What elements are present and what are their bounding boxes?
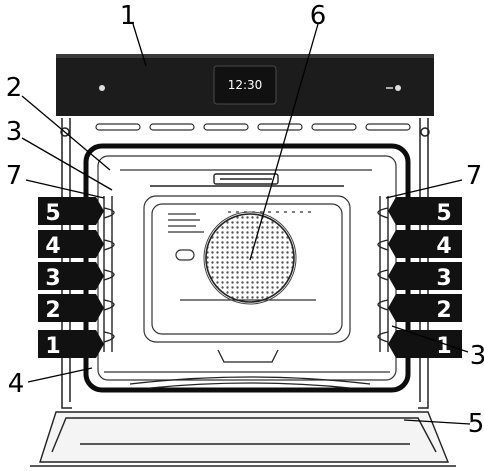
level-badge-5-right: 5 (388, 197, 462, 226)
callout-fan-cover: 6 (310, 1, 327, 31)
level-badge-4-left: 4 (38, 230, 104, 259)
callouts: 1 6 2 3 7 7 4 3 5 (6, 1, 484, 439)
oven-door (30, 411, 456, 467)
callout-door-seal: 2 (6, 73, 23, 103)
shelf-levels-left: 5 4 3 2 1 (38, 197, 104, 359)
level-badge-3-right: 3 (388, 262, 462, 291)
svg-text:2: 2 (436, 298, 451, 323)
vent-slots (95, 123, 411, 131)
shelf-rails-right (377, 196, 389, 352)
callout-lamp-upper: 3 (6, 117, 23, 147)
svg-text:5: 5 (45, 201, 60, 226)
level-badge-4-right: 4 (388, 230, 462, 259)
callout-control-panel: 1 (120, 1, 137, 31)
display-time: 12:30 (228, 78, 263, 92)
bottom-element (129, 349, 371, 389)
callout-rails-right: 7 (466, 161, 483, 191)
level-badge-1-right: 1 (388, 330, 462, 359)
level-badge-2-left: 2 (38, 294, 104, 323)
shelf-levels-right: 5 4 3 2 1 (388, 197, 462, 359)
svg-text:1: 1 (436, 334, 451, 359)
svg-text:1: 1 (45, 334, 60, 359)
callout-lamp-lower: 3 (470, 341, 484, 371)
control-panel: 12:30 (56, 54, 434, 116)
level-badge-5-left: 5 (38, 197, 104, 226)
svg-text:4: 4 (45, 234, 60, 259)
callout-cavity: 4 (8, 369, 25, 399)
svg-text:5: 5 (436, 201, 451, 226)
display-screen (213, 65, 277, 105)
svg-text:2: 2 (45, 298, 60, 323)
svg-text:3: 3 (45, 266, 60, 291)
svg-text:3: 3 (436, 266, 451, 291)
level-badge-3-left: 3 (38, 262, 104, 291)
level-badge-1-left: 1 (38, 330, 104, 359)
svg-text:4: 4 (436, 234, 451, 259)
shelf-rails-left (103, 196, 115, 352)
callout-door: 5 (468, 409, 484, 439)
left-knob-icon (99, 85, 105, 91)
right-knob-icon (395, 85, 401, 91)
leader-lines (21, 23, 471, 425)
top-lamp (150, 173, 344, 187)
callout-rails-left: 7 (6, 161, 23, 191)
level-badge-2-right: 2 (388, 294, 462, 323)
